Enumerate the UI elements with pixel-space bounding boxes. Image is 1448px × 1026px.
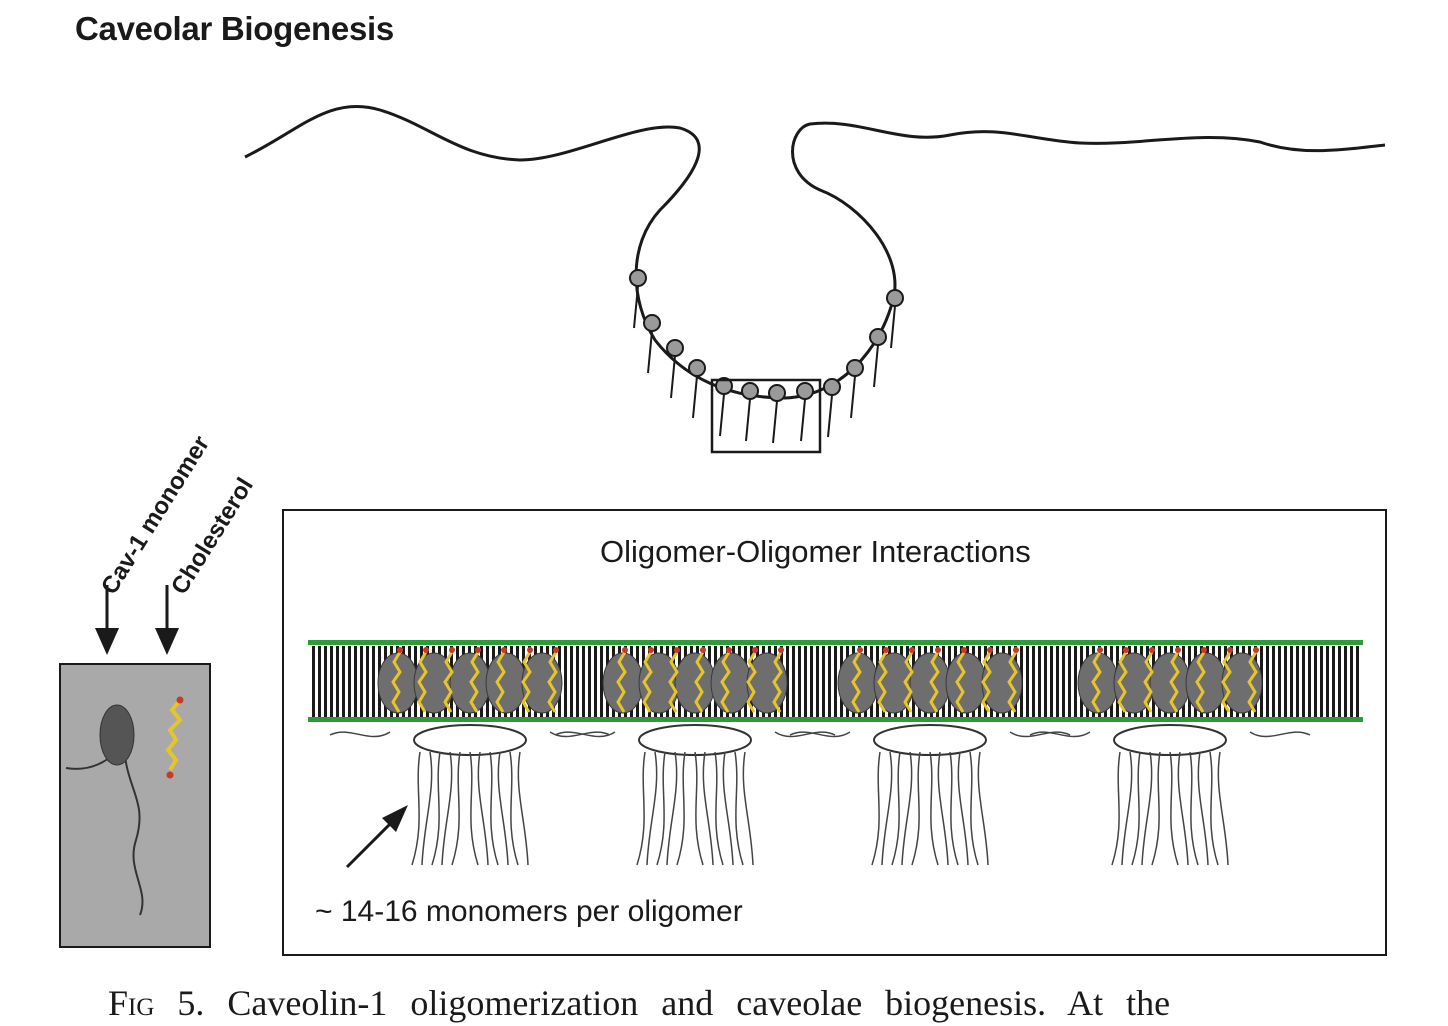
lipid-stripe (576, 646, 579, 717)
cav1-monomer-icon (99, 704, 135, 766)
lipid-stripe (1296, 646, 1299, 717)
oligomer (329, 647, 611, 866)
lipid-stripe (1050, 646, 1053, 717)
lipid-stripe (828, 646, 831, 717)
membrane-bottom-edge (308, 717, 1363, 722)
lipid-stripe (1350, 646, 1353, 717)
caveolin-lollipop (715, 377, 733, 437)
panel-title: Oligomer-Oligomer Interactions (600, 534, 1031, 569)
lipid-stripe (816, 646, 819, 717)
caption-text: 5. Caveolin-1 oligomerization and caveol… (177, 983, 1171, 1023)
monomer-tail (65, 742, 144, 916)
cholesterol-head-top (176, 696, 184, 704)
lipid-stripe (588, 646, 591, 717)
lipid-stripe (810, 646, 813, 717)
lipid-stripe (798, 646, 801, 717)
lipid-stripe (1308, 646, 1311, 717)
caveolin-lollipop (886, 289, 904, 349)
lipid-stripe (1044, 646, 1047, 717)
lipid-stripe (1026, 646, 1029, 717)
caveolin-lollipop (823, 378, 841, 438)
lipid-stripe (834, 646, 837, 717)
lipid-stripe (792, 646, 795, 717)
caveolin-lollipop (643, 314, 661, 374)
monomer-arrow (95, 585, 119, 655)
lipid-stripe (1068, 646, 1071, 717)
cholesterol-arrow (155, 585, 179, 655)
lipid-stripe (822, 646, 825, 717)
lipid-stripe (1278, 646, 1281, 717)
lipid-stripe (1266, 646, 1269, 717)
caveolin-lollipop (629, 269, 647, 329)
caveolin-lollipops (629, 269, 904, 444)
lipid-stripe (1074, 646, 1077, 717)
caveolin-lollipop (741, 382, 759, 442)
lipid-stripe (564, 646, 567, 717)
lipid-stripe (1056, 646, 1059, 717)
oligomer (554, 647, 836, 866)
lipid-stripe (1326, 646, 1329, 717)
lipid-stripe (312, 646, 315, 717)
lipid-stripe (1344, 646, 1347, 717)
lipid-stripe (600, 646, 603, 717)
lipid-stripe (804, 646, 807, 717)
oligomer (789, 647, 1071, 866)
plasma-membrane-curve (244, 104, 1386, 400)
lipid-stripe (1284, 646, 1287, 717)
lipid-stripe (318, 646, 321, 717)
lipid-stripe (366, 646, 369, 717)
lipid-stripe (1338, 646, 1341, 717)
lipid-stripe (582, 646, 585, 717)
caveolin-lollipop (768, 384, 786, 444)
lipid-stripe (1062, 646, 1065, 717)
lipid-stripe (360, 646, 363, 717)
zoom-box (710, 378, 822, 454)
figure-caption: Fig 5. Caveolin-1 oligomerization and ca… (108, 982, 1170, 1024)
oligomer-clusters (329, 647, 1311, 866)
caveolin-lollipop (666, 339, 684, 399)
lipid-stripe (348, 646, 351, 717)
lipid-stripe (594, 646, 597, 717)
membrane-top-edge (308, 640, 1363, 645)
caveolin-lollipop (869, 328, 887, 388)
caption-fig-label: Fig (108, 983, 155, 1023)
cholesterol-head-bottom (166, 771, 174, 779)
oligomer-pointer-arrow (345, 805, 408, 869)
lipid-stripe (786, 646, 789, 717)
lipid-stripe (324, 646, 327, 717)
lipid-stripe (1356, 646, 1359, 717)
lipid-stripe (570, 646, 573, 717)
oligomer-panel-frame (282, 509, 1387, 956)
lipid-stripe (1332, 646, 1335, 717)
lipid-stripe (1272, 646, 1275, 717)
oligomer (1029, 647, 1311, 866)
figure-title: Caveolar Biogenesis (75, 10, 394, 47)
lipid-stripe (336, 646, 339, 717)
caveolin-lollipop (846, 359, 864, 419)
monomer-inset-box (59, 663, 211, 948)
lipid-stripe (1290, 646, 1293, 717)
lipid-stripe (372, 646, 375, 717)
lipid-stripe (1302, 646, 1305, 717)
monomers-note: ~ 14-16 monomers per oligomer (315, 895, 743, 928)
lipid-stripe (342, 646, 345, 717)
lipid-stripe (1038, 646, 1041, 717)
lipid-stripe (1320, 646, 1323, 717)
lipid-stripe (354, 646, 357, 717)
lipid-stripe (1314, 646, 1317, 717)
cholesterol-icon (165, 698, 183, 772)
caveolin-lollipop (688, 359, 706, 419)
caveolin-lollipop (796, 382, 814, 442)
lipid-stripe (1032, 646, 1035, 717)
lipid-stripe (330, 646, 333, 717)
